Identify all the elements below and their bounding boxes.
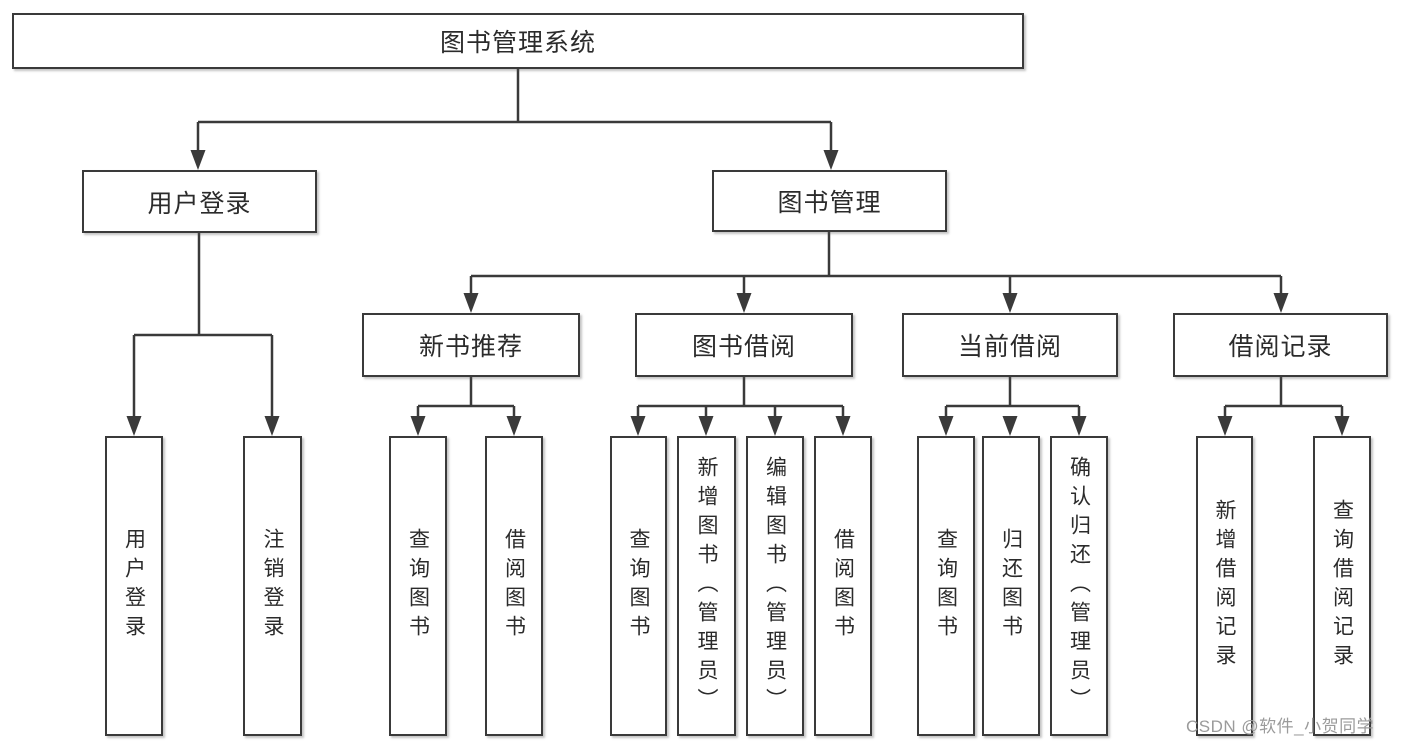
leaf-borrow-book: 借阅图书 (814, 436, 872, 736)
node-label: 查询借阅记录 (1330, 499, 1354, 673)
csdn-watermark: CSDN @软件_小贺同学 (1186, 717, 1375, 736)
node-label: 图书借阅 (691, 333, 796, 361)
node-label: 借阅记录 (1228, 333, 1333, 361)
node-label: 图书管理 (777, 189, 882, 217)
node-label: 新增借阅记录 (1213, 499, 1236, 673)
node-label: 用户登录 (122, 528, 146, 644)
node-label: 注销登录 (261, 528, 284, 644)
leaf-return-book: 归还图书 (982, 436, 1040, 736)
node-current-borrow: 当前借阅 (902, 313, 1118, 377)
leaf-query-book-borrow: 查询图书 (610, 436, 667, 736)
leaf-query-book-current: 查询图书 (917, 436, 975, 736)
node-label: 查询图书 (627, 528, 650, 644)
leaf-user-login: 用户登录 (105, 436, 163, 736)
node-label: 归还图书 (999, 528, 1023, 644)
leaf-add-book-admin: 新增图书（管理员） (677, 436, 736, 736)
node-label: 当前借阅 (957, 333, 1062, 361)
leaf-edit-book-admin: 编辑图书（管理员） (746, 436, 804, 736)
node-borrow-records: 借阅记录 (1173, 313, 1388, 377)
node-label: 新书推荐 (418, 333, 523, 361)
node-user-login: 用户登录 (82, 170, 317, 233)
node-label: 借阅图书 (502, 528, 526, 644)
node-label: 新增图书（管理员） (695, 455, 718, 717)
node-label: 查询图书 (406, 528, 430, 644)
node-label: 确认归还（管理员） (1067, 455, 1091, 717)
node-label: 借阅图书 (831, 528, 855, 644)
node-book-management: 图书管理 (712, 170, 947, 232)
node-book-borrow: 图书借阅 (635, 313, 853, 377)
node-label: 图书管理系统 (439, 29, 596, 57)
node-new-book-recommend: 新书推荐 (362, 313, 580, 377)
node-library-system-root: 图书管理系统 (12, 13, 1024, 69)
leaf-borrow-book-recommend: 借阅图书 (485, 436, 543, 736)
leaf-query-book-recommend: 查询图书 (389, 436, 447, 736)
node-label: 编辑图书（管理员） (763, 455, 787, 717)
node-label: 查询图书 (934, 528, 958, 644)
leaf-query-borrow-record: 查询借阅记录 (1313, 436, 1371, 736)
leaf-confirm-return-admin: 确认归还（管理员） (1050, 436, 1108, 736)
leaf-add-borrow-record: 新增借阅记录 (1196, 436, 1253, 736)
leaf-logout: 注销登录 (243, 436, 302, 736)
node-label: 用户登录 (147, 189, 252, 218)
